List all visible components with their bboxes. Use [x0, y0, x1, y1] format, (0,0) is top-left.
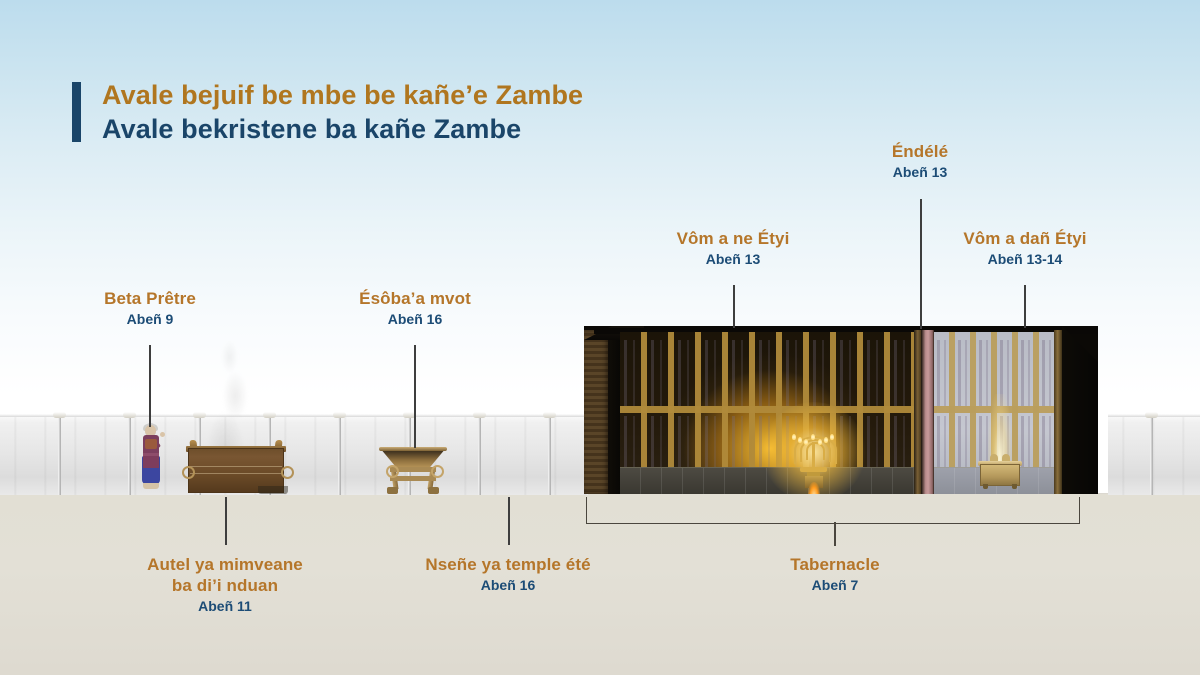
courtyard-curtain-right: [1108, 415, 1200, 495]
leader-line-tabernacle: [834, 522, 836, 546]
headline-block: Avale bejuif be mbe be kañe’e Zambe Aval…: [72, 79, 583, 146]
priest-figure: [138, 424, 165, 493]
callout-title: Éndélé: [891, 142, 949, 161]
callout-subtitle: Abeñ 13-14: [987, 251, 1063, 267]
curtain-post-cap: [473, 412, 486, 418]
callout-title: Ésôba’a mvot: [359, 289, 471, 308]
callout-subtitle: Abeñ 13: [892, 164, 948, 180]
curtain-post-cap: [263, 412, 276, 418]
callout-courtyard-curtain: Nseñe ya temple été Abeñ 16: [418, 554, 598, 594]
tabernacle-bracket: [586, 497, 1080, 524]
headline-line-1: Avale bejuif be mbe be kañe’e Zambe: [102, 80, 584, 110]
leader-line-priest-house: [149, 345, 151, 427]
leader-line-basin: [414, 345, 416, 448]
callout-title: Autel ya mimveane: [147, 555, 303, 574]
callout-subtitle: Abeñ 9: [126, 311, 174, 327]
curtain-post-cap: [333, 412, 346, 418]
holy-place-interior: [620, 332, 920, 494]
callout-veil: Éndélé Abeñ 13: [830, 141, 1010, 181]
callout-title: Beta Prêtre: [104, 289, 196, 308]
curtain-post-cap: [53, 412, 66, 418]
headline-line-2: Avale bekristene ba kañe Zambe: [102, 114, 522, 144]
courtyard-curtain-left: [0, 415, 588, 495]
callout-tabernacle: Tabernacle Abeñ 7: [745, 554, 925, 594]
leader-line-veil: [920, 199, 922, 329]
callout-subtitle: Abeñ 11: [198, 598, 252, 614]
callout-priest-house: Beta Prêtre Abeñ 9: [60, 288, 240, 328]
callout-most-holy-place: Vôm a dañ Étyi Abeñ 13-14: [935, 228, 1115, 268]
curtain-post-cap: [403, 412, 416, 418]
callout-title: Tabernacle: [790, 555, 880, 574]
leader-line-bronze-altar: [225, 497, 227, 545]
bronze-basin: [379, 447, 447, 494]
menorah-lampstand: [762, 402, 866, 494]
curtain-post-cap: [123, 412, 136, 418]
curtain-post: [1150, 415, 1153, 495]
callout-subtitle: Abeñ 16: [480, 577, 536, 593]
tabernacle-structure: [584, 326, 1098, 494]
curtain-post: [338, 415, 341, 495]
leader-line-holy-place: [733, 285, 735, 328]
curtain-post-cap: [193, 412, 206, 418]
callout-title-line-2: ba di’i nduan: [171, 576, 279, 595]
callout-subtitle: Abeñ 13: [705, 251, 761, 267]
callout-title: Vôm a ne Étyi: [676, 229, 790, 248]
tabernacle-end-wall: [584, 330, 610, 494]
callout-holy-place: Vôm a ne Étyi Abeñ 13: [643, 228, 823, 268]
curtain-rail-left: [0, 414, 588, 417]
ark-of-the-covenant: [978, 394, 1022, 489]
curtain-post-cap: [543, 412, 556, 418]
ground-plane: [0, 494, 1200, 675]
curtain-post-cap: [1145, 412, 1158, 418]
callout-basin: Ésôba’a mvot Abeñ 16: [325, 288, 505, 328]
callout-bronze-altar: Autel ya mimveane ba di’i nduan Abeñ 11: [135, 554, 315, 615]
callout-title: Vôm a dañ Étyi: [963, 229, 1087, 248]
callout-subtitle: Abeñ 16: [387, 311, 443, 327]
callout-title: Nseñe ya temple été: [425, 555, 591, 574]
curtain-post: [548, 415, 551, 495]
leader-line-courtyard-curtain: [508, 497, 510, 545]
curtain-post: [58, 415, 61, 495]
curtain-post: [478, 415, 481, 495]
veil-curtain: [921, 330, 934, 494]
bronze-altar: [182, 440, 294, 494]
headline-accent-bar: [72, 82, 81, 142]
leader-line-most-holy-place: [1024, 285, 1026, 328]
callout-subtitle: Abeñ 7: [811, 577, 859, 593]
curtain-post: [128, 415, 131, 495]
